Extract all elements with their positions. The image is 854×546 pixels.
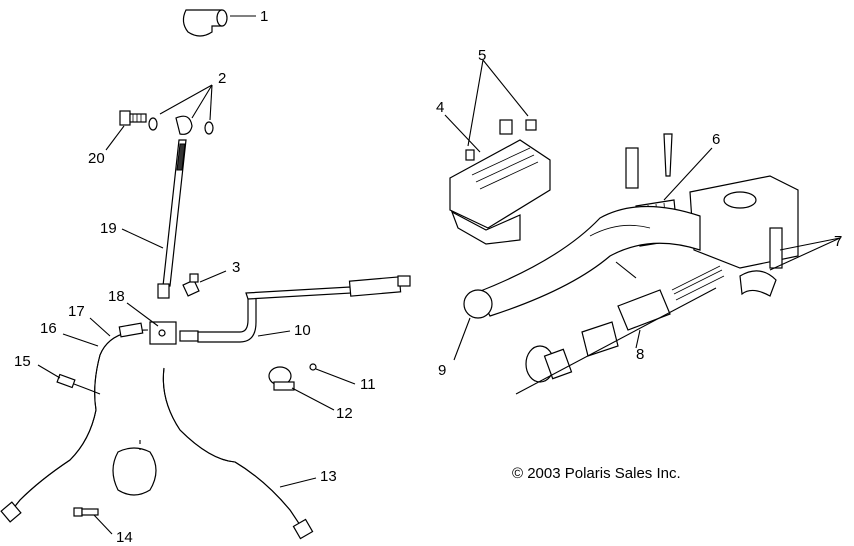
callout-14: 14 [116, 529, 133, 546]
callout-17: 17 [68, 303, 85, 320]
part-18-distribution-block [149, 321, 177, 345]
callout-5: 5 [478, 47, 486, 64]
part-13-right-brake-hose [162, 367, 314, 540]
part-8-piston-kit [525, 261, 725, 383]
callout-11: 11 [360, 376, 376, 393]
callout-9: 9 [438, 362, 446, 379]
part-14-screw [73, 507, 99, 517]
callout-18: 18 [108, 288, 125, 305]
part-19-upper-brake-line [157, 139, 187, 299]
callout-15: 15 [14, 353, 31, 370]
callout-1: 1 [260, 8, 268, 25]
part-10-brake-line [179, 275, 411, 343]
callout-8: 8 [636, 346, 644, 363]
copyright-notice: © 2003 Polaris Sales Inc. [512, 465, 681, 482]
part-15-line-fitting [56, 373, 101, 395]
callout-2: 2 [218, 70, 226, 87]
callout-6: 6 [712, 131, 720, 148]
part-2-washers [148, 115, 214, 135]
callout-10: 10 [294, 322, 311, 339]
part-3-bleeder-fitting [182, 273, 200, 297]
callout-20: 20 [88, 150, 105, 167]
part-12-clamp [268, 366, 295, 391]
part-4-reservoir-cover [449, 139, 551, 245]
part-5-screws [465, 119, 537, 161]
callout-13: 13 [320, 468, 337, 485]
callout-4: 4 [436, 99, 444, 116]
callout-12: 12 [336, 405, 353, 422]
part-1-tee-fitting [182, 9, 256, 37]
callout-7: 7 [834, 233, 842, 250]
callout-19: 19 [100, 220, 117, 237]
callout-16: 16 [40, 320, 57, 337]
part-20-banjo-bolt [119, 110, 147, 126]
part-7-master-cylinder-housing [689, 175, 799, 297]
part-11-screw [309, 363, 317, 371]
callout-3: 3 [232, 259, 240, 276]
part-14-mount-plate [112, 440, 157, 496]
part-9-brake-lever [463, 205, 701, 319]
part-16-left-brake-hose [0, 322, 149, 523]
